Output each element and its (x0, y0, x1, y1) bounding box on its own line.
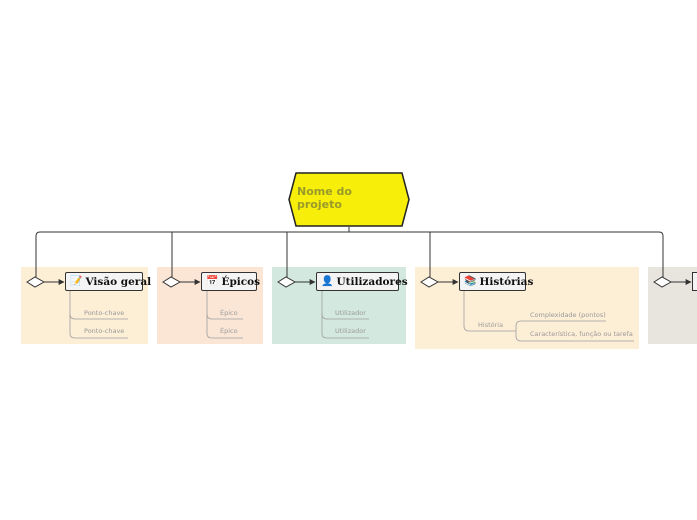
topic-overview[interactable]: 📝 Visão geral (65, 272, 151, 291)
stories-region (415, 267, 639, 349)
topic-overview-label: Visão geral (85, 275, 152, 288)
stories-story-item[interactable]: História (478, 321, 504, 329)
topic-epics-label: Épicos (221, 275, 261, 288)
topic-stories[interactable]: 📚 Histórias (459, 272, 533, 291)
topic-offscreen[interactable] (692, 272, 697, 291)
stories-detail-complexity[interactable]: Complexidade (pontos) (530, 311, 606, 319)
notepad-icon: 📝 (70, 276, 83, 287)
topic-epics[interactable]: 📅 Épicos (201, 272, 261, 291)
users-item-2[interactable]: Utilizador (335, 327, 366, 335)
overview-item-2[interactable]: Ponto-chave (84, 327, 125, 335)
topic-stories-label: Histórias (479, 275, 534, 288)
topic-users-label: Utilizadores (336, 275, 408, 288)
topic-users[interactable]: 👤 Utilizadores (316, 272, 408, 291)
epics-item-1[interactable]: Épico (220, 309, 238, 317)
root-title-line-1: Nome do (297, 185, 352, 198)
root-node-title[interactable]: Nome do projeto (297, 185, 377, 211)
root-node-shape (288, 172, 410, 227)
calendar-icon: 📅 (206, 276, 219, 287)
users-item-1[interactable]: Utilizador (335, 309, 366, 317)
stories-detail-feature[interactable]: Característica, função ou tarefa (530, 330, 633, 338)
overview-item-1[interactable]: Ponto-chave (84, 309, 125, 317)
root-title-line-2: projeto (297, 198, 342, 211)
user-icon: 👤 (321, 276, 334, 287)
books-icon: 📚 (464, 276, 477, 287)
epics-item-2[interactable]: Épico (220, 327, 238, 335)
